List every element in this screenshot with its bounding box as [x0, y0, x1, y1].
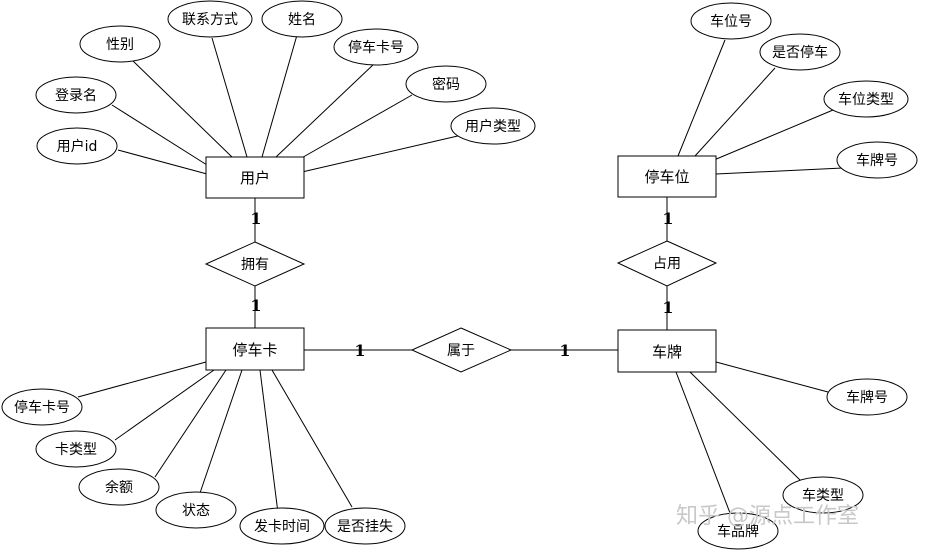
attribute-vehicle-type: 车类型 [782, 476, 864, 514]
svg-text:停车卡号: 停车卡号 [14, 399, 70, 416]
svg-text:车位号: 车位号 [710, 13, 752, 30]
svg-text:姓名: 姓名 [288, 12, 316, 28]
svg-text:用户id: 用户id [57, 138, 98, 155]
svg-text:状态: 状态 [182, 503, 210, 519]
svg-text:发卡时间: 发卡时间 [254, 519, 310, 535]
svg-text:登录名: 登录名 [55, 88, 97, 104]
svg-text:拥有: 拥有 [241, 257, 269, 273]
svg-text:停车卡号: 停车卡号 [348, 39, 404, 56]
svg-text:车品牌: 车品牌 [717, 523, 759, 540]
cardinality-user-owns: 1 [250, 209, 261, 228]
svg-text:是否挂失: 是否挂失 [337, 519, 393, 535]
relationship-occupies: 占用 [616, 240, 718, 287]
svg-text:性别: 性别 [106, 37, 134, 53]
svg-text:是否停车: 是否停车 [772, 44, 828, 61]
user-attribute-links [111, 34, 463, 175]
plate-attribute-links [675, 361, 829, 514]
attribute-user-id: 用户id [36, 127, 118, 165]
attribute-password: 密码 [405, 65, 487, 103]
attribute-vehicle-brand: 车品牌 [697, 512, 779, 550]
relationship-owns: 拥有 [204, 241, 306, 287]
attribute-space-no: 车位号 [690, 2, 772, 40]
attribute-plate-no: 车牌号 [826, 378, 908, 416]
svg-text:停车卡: 停车卡 [232, 341, 277, 359]
attribute-card-type: 卡类型 [35, 430, 117, 468]
relationship-links [254, 197, 668, 351]
svg-text:用户类型: 用户类型 [465, 118, 521, 135]
attribute-user-card-no: 停车卡号 [333, 28, 419, 66]
attribute-status: 状态 [155, 491, 237, 529]
attribute-balance: 余额 [78, 468, 160, 506]
svg-text:车牌号: 车牌号 [856, 152, 898, 169]
entity-user: 用户 [205, 156, 305, 199]
attribute-user-type: 用户类型 [450, 107, 536, 145]
attribute-issue-time: 发卡时间 [239, 507, 325, 545]
svg-text:车类型: 车类型 [802, 487, 844, 504]
cardinality-occupies-plate: 1 [662, 298, 673, 317]
attribute-contact: 联系方式 [167, 0, 253, 38]
cardinality-card-belongs: 1 [354, 341, 365, 360]
svg-text:联系方式: 联系方式 [182, 12, 238, 28]
entity-parking-card: 停车卡 [205, 327, 305, 371]
svg-text:密码: 密码 [432, 76, 460, 93]
svg-text:占用: 占用 [653, 256, 681, 272]
attribute-login-name: 登录名 [35, 76, 117, 114]
svg-text:卡类型: 卡类型 [55, 442, 97, 458]
attribute-is-lost: 是否挂失 [324, 507, 406, 545]
cardinality-space-occupies: 1 [662, 209, 673, 228]
svg-text:车牌号: 车牌号 [846, 389, 888, 406]
cardinality-owns-card: 1 [250, 296, 261, 315]
space-attribute-links [677, 39, 844, 175]
svg-text:余额: 余额 [105, 479, 133, 496]
attribute-card-no: 停车卡号 [1, 388, 83, 426]
entity-license-plate: 车牌 [617, 329, 717, 373]
attribute-name: 姓名 [261, 0, 343, 38]
attribute-gender: 性别 [79, 25, 161, 63]
svg-text:停车位: 停车位 [644, 168, 689, 186]
svg-text:车牌: 车牌 [652, 343, 682, 361]
attribute-is-parked: 是否停车 [759, 33, 841, 71]
svg-text:车位类型: 车位类型 [838, 91, 894, 108]
attribute-space-type: 车位类型 [823, 80, 909, 118]
entity-parking-space: 停车位 [617, 155, 717, 198]
svg-text:用户: 用户 [240, 169, 270, 187]
attribute-space-plate-no: 车牌号 [836, 141, 918, 179]
watermark: 知乎 @源点工作室 [676, 504, 859, 529]
card-attribute-links [77, 361, 353, 514]
relationship-belongs-to: 属于 [410, 327, 513, 373]
cardinality-belongs-plate: 1 [559, 341, 570, 360]
svg-text:属于: 属于 [447, 343, 475, 359]
